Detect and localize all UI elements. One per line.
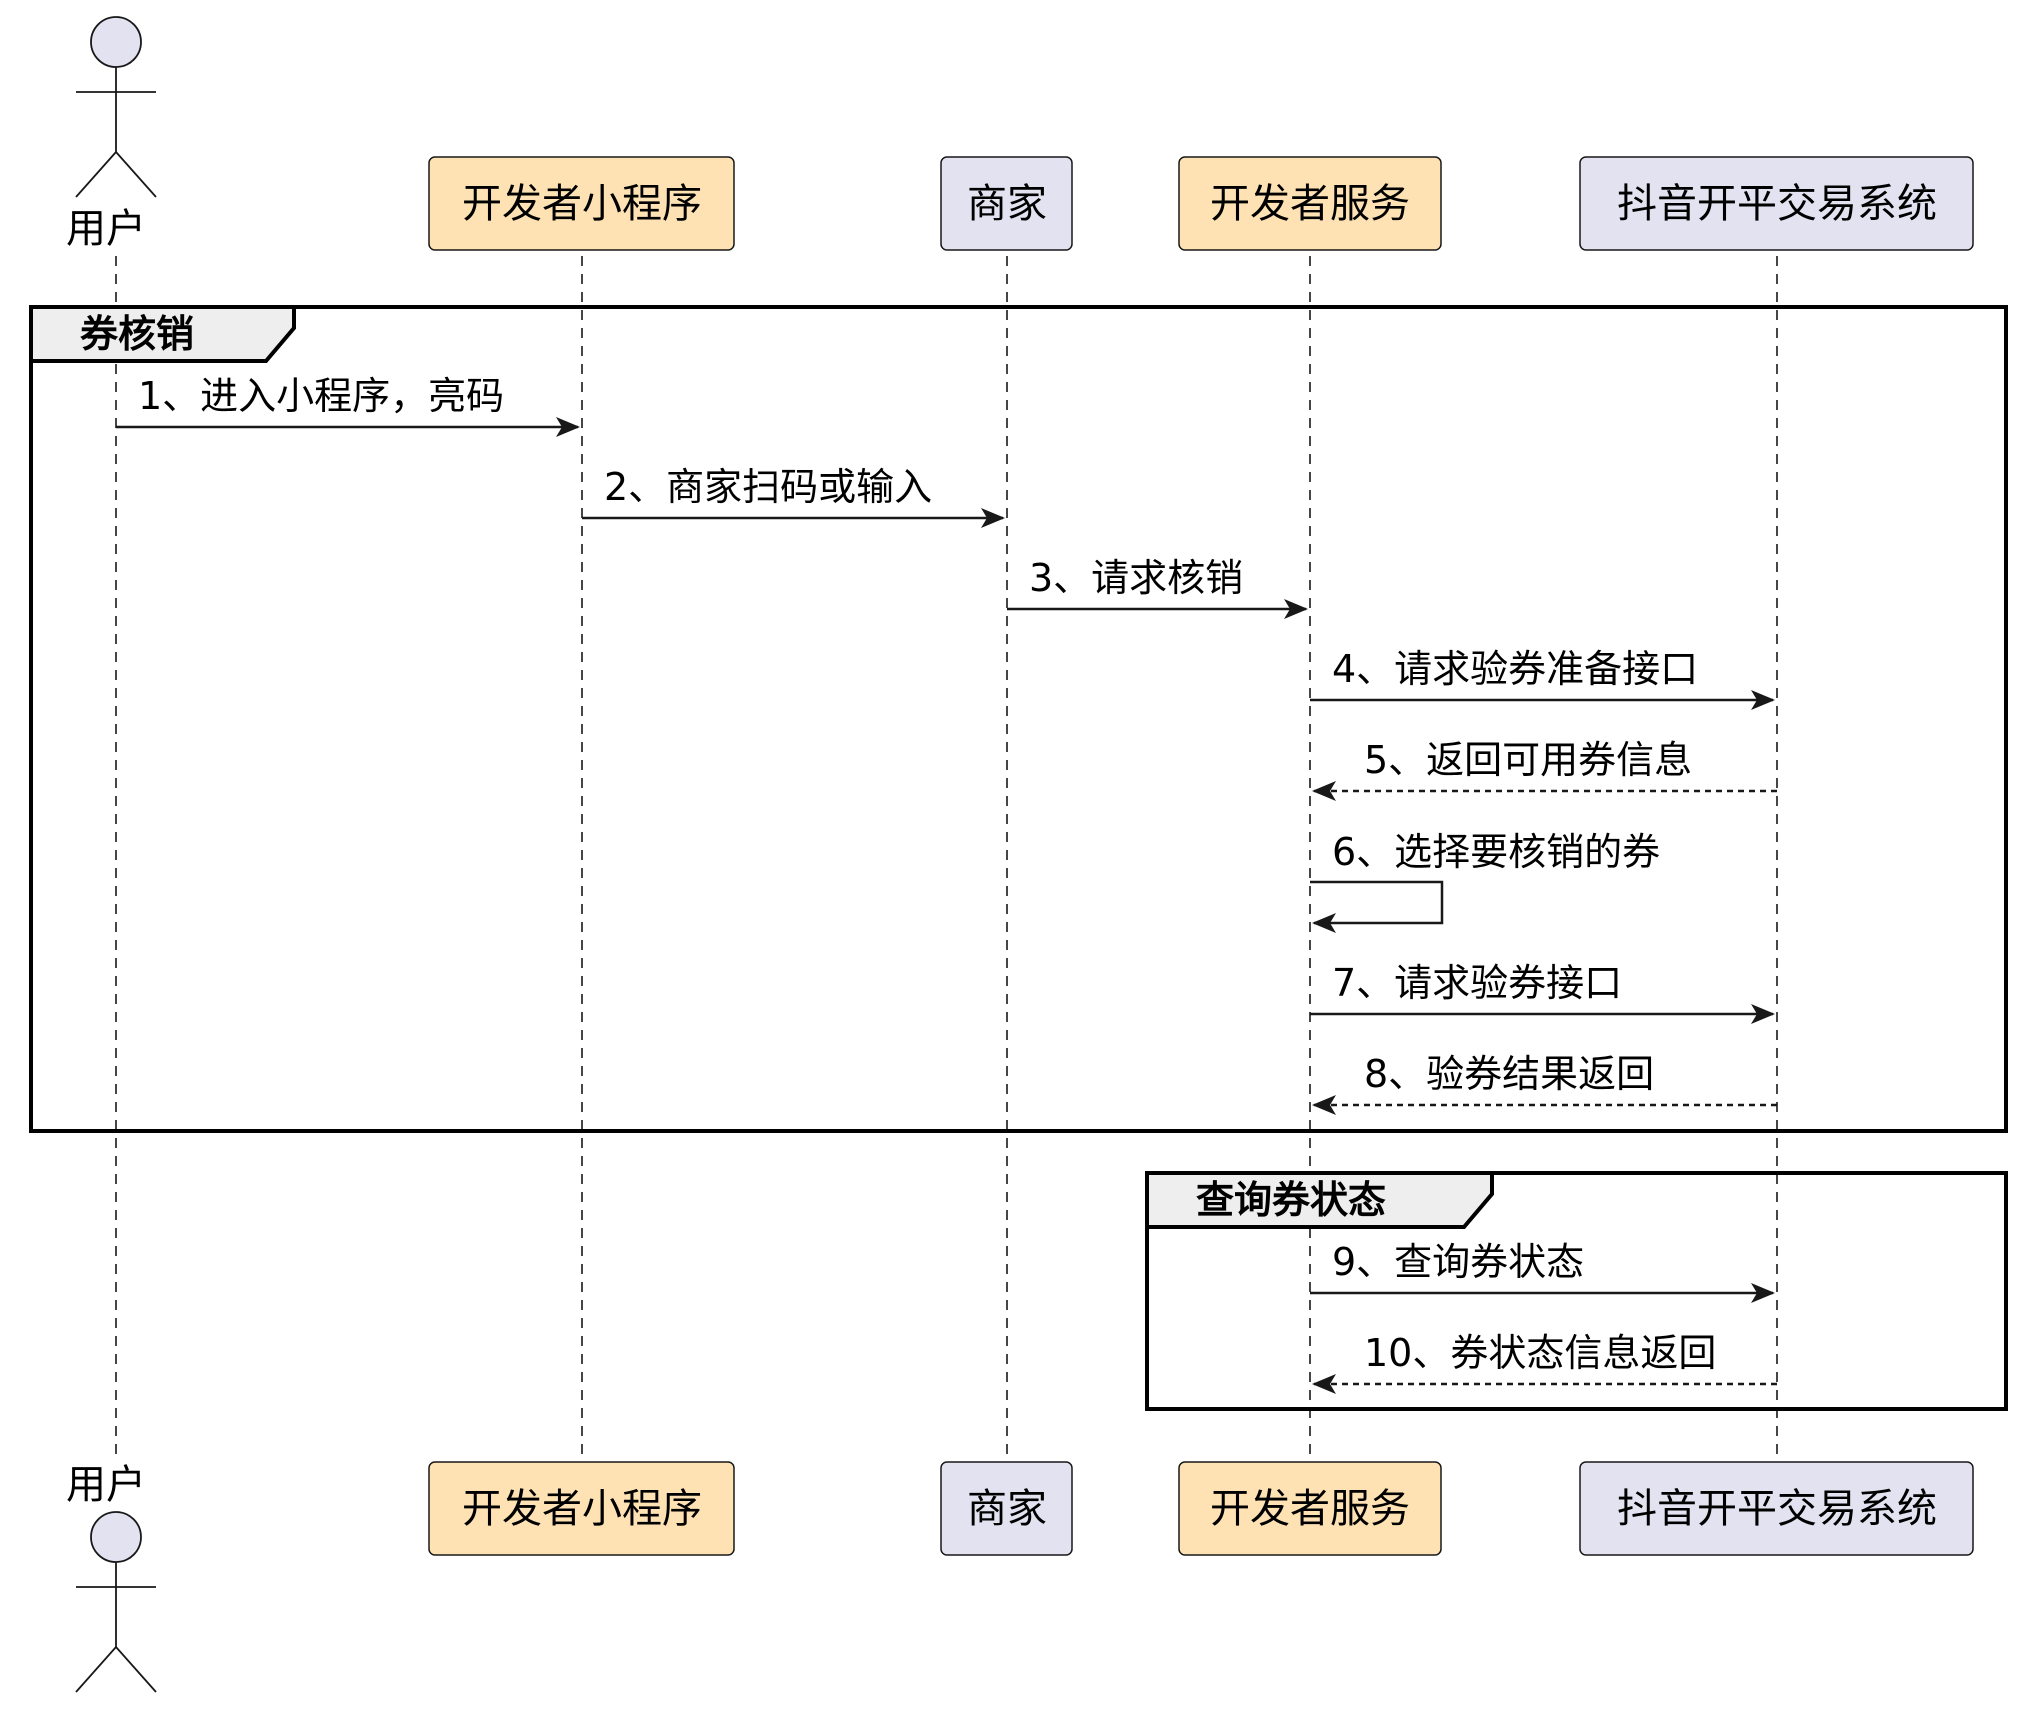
actor-user-leg-right	[115, 1646, 157, 1693]
participant-label: 开发者服务	[1210, 1486, 1410, 1532]
message-4: 4、请求验券准备接口	[1310, 647, 1775, 710]
actor-user-icon	[90, 1511, 142, 1563]
message-8: 8、验券结果返回	[1312, 1052, 1777, 1115]
participant-service-bottom: 开发者服务	[1178, 1461, 1442, 1556]
message-1: 1、进入小程序，亮码	[116, 374, 580, 437]
participant-box	[428, 1461, 735, 1556]
actor-user-leg-left	[75, 151, 117, 198]
message-3: 3、请求核销	[1007, 556, 1308, 619]
participant-douyin-top: 抖音开平交易系统	[1579, 156, 1974, 251]
message-label: 9、查询券状态	[1332, 1240, 1584, 1284]
message-label: 5、返回可用券信息	[1364, 738, 1692, 782]
participant-merchant-top: 商家	[940, 156, 1073, 251]
frame-query: 查询券状态	[1145, 1171, 2008, 1411]
actor-user-label: 用户	[66, 206, 146, 252]
participant-box	[1178, 1461, 1442, 1556]
participant-label: 开发者小程序	[462, 181, 702, 227]
frame-border	[1145, 1171, 2008, 1411]
message-label: 10、券状态信息返回	[1364, 1331, 1716, 1375]
participant-box	[1178, 156, 1442, 251]
participant-label: 开发者服务	[1210, 181, 1410, 227]
message-2: 2、商家扫码或输入	[582, 465, 1005, 528]
message-label: 7、请求验券接口	[1332, 961, 1622, 1005]
message-label: 2、商家扫码或输入	[604, 465, 932, 509]
message-7: 7、请求验券接口	[1310, 961, 1775, 1024]
participant-mini-top: 开发者小程序	[428, 156, 735, 251]
message-9: 9、查询券状态	[1310, 1240, 1775, 1303]
message-6: 6、选择要核销的券	[1310, 830, 1660, 933]
actor-user-leg-left	[75, 1646, 117, 1693]
frame-title-tab	[29, 305, 296, 363]
frame-title: 查询券状态	[1196, 1178, 1386, 1222]
participant-service-top: 开发者服务	[1178, 156, 1442, 251]
message-10: 10、券状态信息返回	[1312, 1331, 1777, 1394]
message-label: 4、请求验券准备接口	[1332, 647, 1698, 691]
message-5: 5、返回可用券信息	[1312, 738, 1777, 801]
frame-border	[29, 305, 2008, 1133]
message-label: 1、进入小程序，亮码	[138, 374, 504, 418]
participant-label: 开发者小程序	[462, 1486, 702, 1532]
frame-verify: 券核销	[29, 305, 2008, 1133]
messages: 1、进入小程序，亮码 2、商家扫码或输入 3、请求核销 4、请求验券准备接口 5…	[116, 374, 1777, 1394]
participant-label: 抖音开平交易系统	[1617, 181, 1937, 227]
participant-box	[940, 1461, 1073, 1556]
message-label: 8、验券结果返回	[1364, 1052, 1654, 1096]
actor-user-bottom: 用户	[66, 1462, 157, 1693]
message-label: 3、请求核销	[1029, 556, 1243, 600]
frame-title: 券核销	[80, 312, 194, 356]
participant-label: 商家	[967, 181, 1047, 227]
message-arrow	[1310, 880, 1444, 933]
participant-label: 商家	[967, 1486, 1047, 1532]
participant-label: 抖音开平交易系统	[1617, 1486, 1937, 1532]
participants-bottom: 用户 开发者小程序 商家 开发者服务 抖音开平交易系统	[66, 1461, 1974, 1693]
participant-box	[1579, 156, 1974, 251]
actor-user-label: 用户	[66, 1462, 146, 1508]
actor-user-leg-right	[115, 151, 157, 198]
message-label: 6、选择要核销的券	[1332, 830, 1660, 874]
participants-top: 用户 开发者小程序 商家 开发者服务 抖音开平交易系统	[66, 16, 1974, 252]
participant-box	[428, 156, 735, 251]
participant-douyin-bottom: 抖音开平交易系统	[1579, 1461, 1974, 1556]
lifelines	[115, 256, 1778, 1462]
actor-user-top: 用户	[66, 16, 157, 252]
frame-title-tab	[1145, 1171, 1494, 1229]
participant-box	[940, 156, 1073, 251]
participant-box	[1579, 1461, 1974, 1556]
actor-user-icon	[90, 16, 142, 68]
participant-merchant-bottom: 商家	[940, 1461, 1073, 1556]
participant-mini-bottom: 开发者小程序	[428, 1461, 735, 1556]
